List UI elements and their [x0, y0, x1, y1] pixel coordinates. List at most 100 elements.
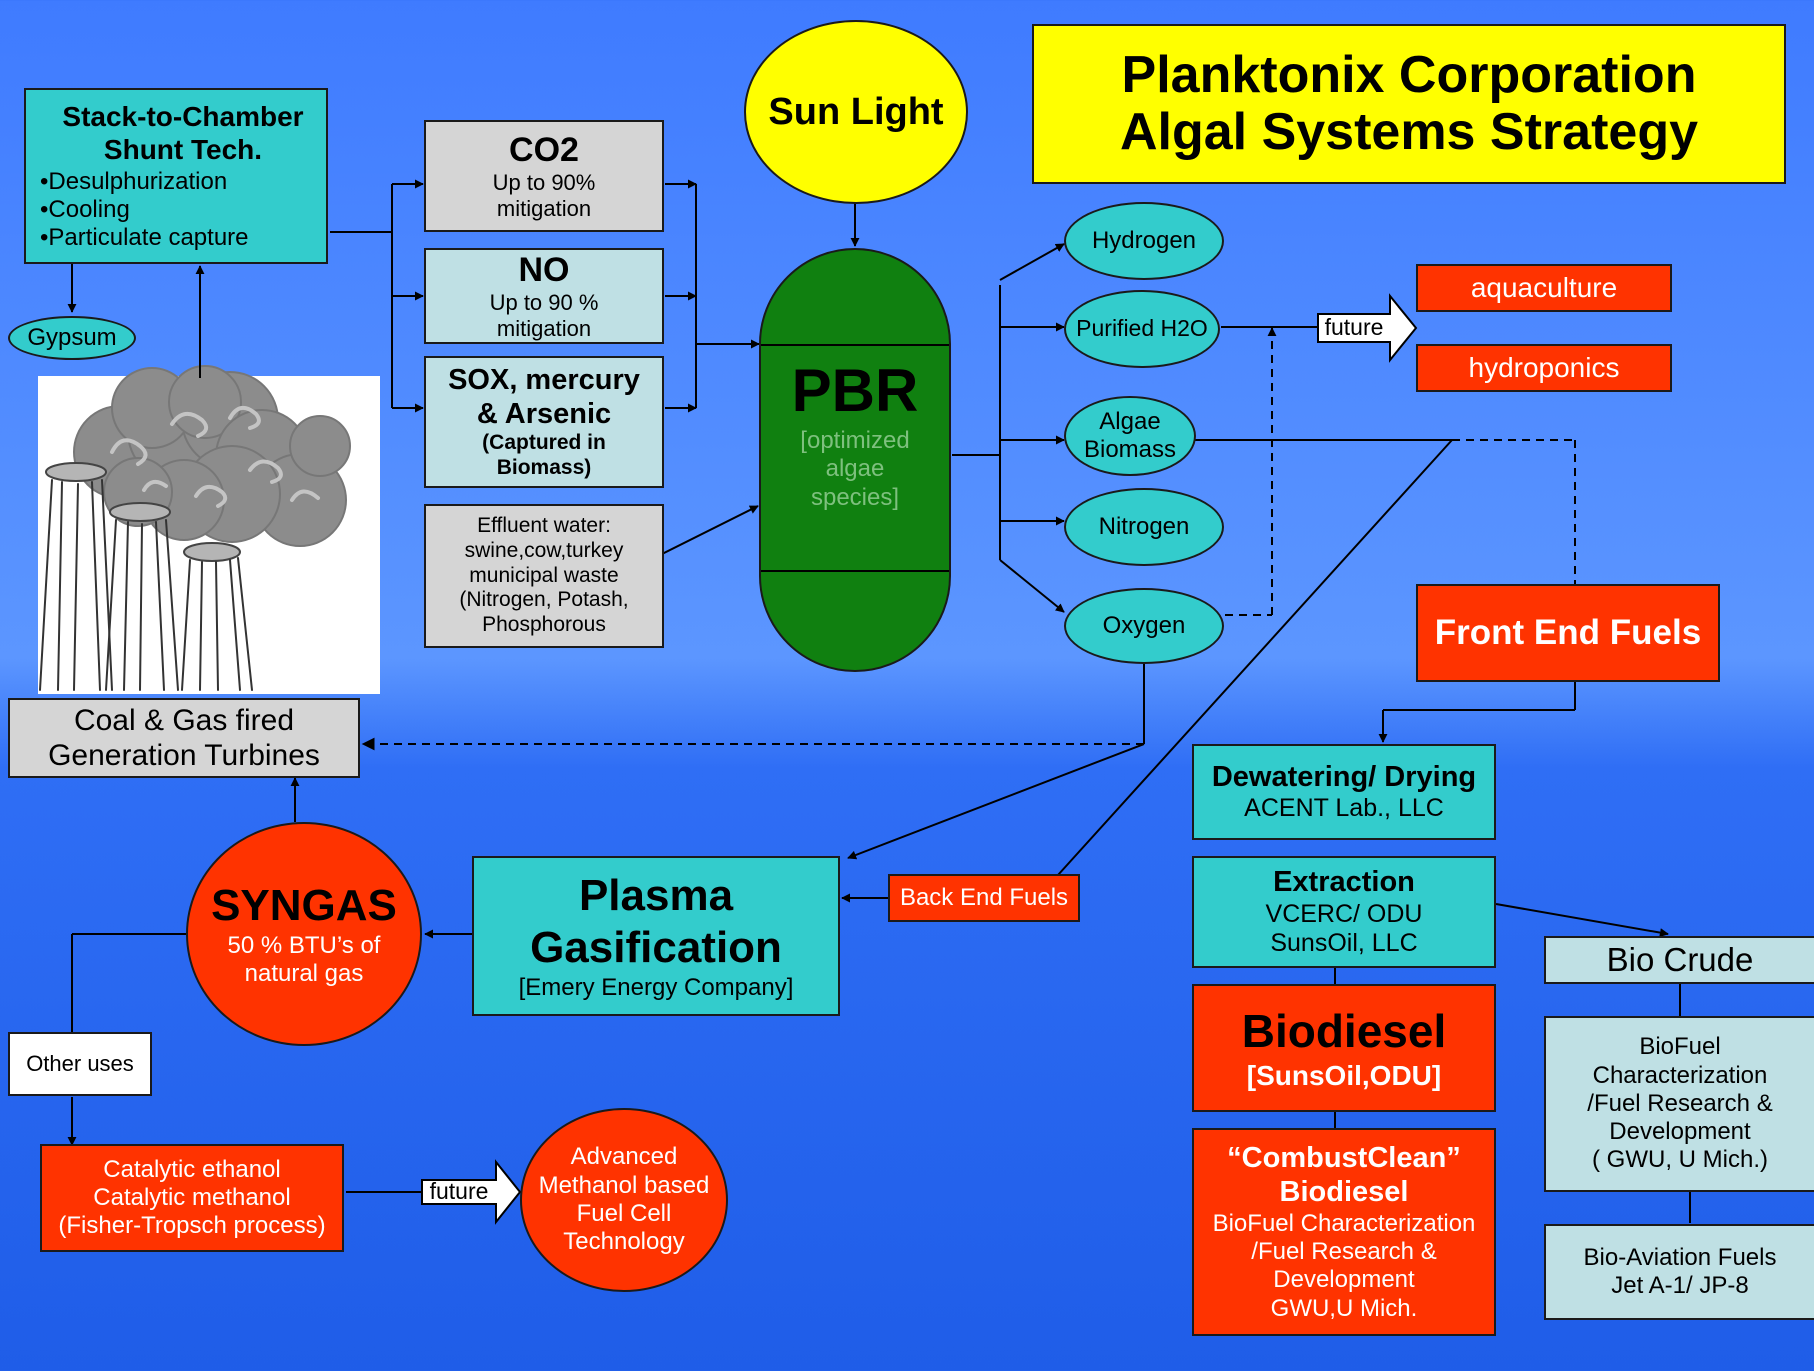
stack-title-1: Stack-to-Chamber	[62, 100, 304, 132]
combustclean-line: GWU,U Mich.	[1270, 1294, 1418, 1322]
sun-light: Sun Light	[744, 20, 968, 204]
bio-aviation-box: Bio-Aviation Fuels Jet A-1/ JP-8	[1544, 1224, 1814, 1320]
extraction-box: Extraction VCERC/ ODU SunsOil, LLC	[1192, 856, 1496, 968]
effluent-line: municipal waste	[469, 563, 619, 587]
biofuel-line: Characterization	[1592, 1061, 1768, 1089]
sox-box: SOX, mercury & Arsenic (Captured in Biom…	[424, 356, 664, 488]
nitrogen-node: Nitrogen	[1064, 488, 1224, 566]
syngas-line: natural gas	[244, 959, 364, 987]
biofuel-line: /Fuel Research &	[1587, 1089, 1773, 1117]
catalytic-line: Catalytic methanol	[93, 1183, 291, 1211]
algae-label: Algae	[1099, 407, 1161, 435]
bio-crude-box: Bio Crude	[1544, 936, 1814, 984]
dewatering-sub: ACENT Lab., LLC	[1244, 794, 1444, 823]
biofuel-line: BioFuel	[1639, 1033, 1721, 1061]
biofuel-line: Development	[1609, 1118, 1751, 1146]
effluent-box: Effluent water: swine,cow,turkey municip…	[424, 504, 664, 648]
title-box: Planktonix Corporation Algal Systems Str…	[1032, 24, 1786, 184]
effluent-line: swine,cow,turkey	[464, 538, 624, 562]
aviation-line: Jet A-1/ JP-8	[1611, 1272, 1749, 1299]
no-line: Up to 90 %	[489, 290, 599, 316]
front-end-fuels-box: Front End Fuels	[1416, 584, 1720, 682]
sox-note: (Captured in	[482, 431, 606, 455]
future-label-text: future	[1324, 314, 1384, 341]
pbr-line: algae	[825, 455, 885, 483]
title-line-2: Algal Systems Strategy	[1119, 103, 1699, 161]
stack-title-2: Shunt Tech.	[103, 133, 263, 165]
syngas-line: 50 % BTU’s of	[227, 931, 381, 959]
back-end-fuels-label: Back End Fuels	[899, 883, 1069, 911]
stack-to-chamber-box: Stack-to-Chamber Shunt Tech. •Desulphuri…	[24, 88, 328, 264]
hydroponics-box: hydroponics	[1416, 344, 1672, 392]
dewatering-title: Dewatering/ Drying	[1211, 761, 1477, 794]
biofuel-characterization-box: BioFuel Characterization /Fuel Research …	[1544, 1016, 1814, 1192]
effluent-line: Effluent water:	[477, 514, 611, 538]
future-label: future	[422, 1178, 496, 1205]
other-uses-label: Other uses	[26, 1051, 134, 1077]
biodiesel-sub: [SunsOil,ODU]	[1246, 1059, 1442, 1091]
gypsum-label: Gypsum	[27, 323, 117, 351]
syngas-title: SYNGAS	[211, 880, 397, 930]
dewatering-box: Dewatering/ Drying ACENT Lab., LLC	[1192, 744, 1496, 840]
plasma-title: Plasma	[578, 870, 734, 920]
catalytic-line: Catalytic ethanol	[103, 1155, 281, 1183]
aquaculture-box: aquaculture	[1416, 264, 1672, 312]
hydroponics-label: hydroponics	[1468, 352, 1620, 384]
future-label: future	[1318, 314, 1390, 342]
algae-biomass-node: Algae Biomass	[1064, 396, 1196, 476]
pbr-reactor: PBR [optimized algae species]	[759, 248, 951, 672]
sun-light-label: Sun Light	[768, 90, 944, 133]
co2-line: mitigation	[496, 196, 592, 222]
effluent-line: Phosphorous	[482, 613, 606, 637]
fuelcell-line: Advanced	[570, 1143, 678, 1171]
co2-line: Up to 90%	[492, 170, 596, 196]
co2-box: CO2 Up to 90% mitigation	[424, 120, 664, 232]
extraction-line: SunsOil, LLC	[1270, 929, 1418, 958]
combustclean-title: “CombustClean”	[1227, 1142, 1461, 1175]
syngas-node: SYNGAS 50 % BTU’s of natural gas	[186, 822, 422, 1046]
biodiesel-box: Biodiesel [SunsOil,ODU]	[1192, 984, 1496, 1112]
aquaculture-label: aquaculture	[1470, 272, 1618, 304]
oxygen-node: Oxygen	[1064, 588, 1224, 664]
purified-water-label: Purified H2O	[1076, 315, 1208, 342]
oxygen-label: Oxygen	[1102, 611, 1186, 639]
combustclean-box: “CombustClean” Biodiesel BioFuel Charact…	[1192, 1128, 1496, 1336]
smokestack-illustration	[38, 365, 380, 694]
turbines-line: Generation Turbines	[48, 739, 320, 772]
back-end-fuels-box: Back End Fuels	[888, 874, 1080, 922]
no-title: NO	[518, 251, 570, 289]
purified-water-node: Purified H2O	[1064, 290, 1220, 368]
future-label-text: future	[429, 1178, 489, 1205]
aviation-line: Bio-Aviation Fuels	[1583, 1243, 1777, 1271]
turbines-line: Coal & Gas fired	[73, 703, 295, 737]
pbr-title: PBR	[791, 357, 919, 425]
no-line: mitigation	[496, 316, 592, 342]
front-end-fuels-label: Front End Fuels	[1434, 613, 1702, 653]
other-uses-box: Other uses	[8, 1032, 152, 1096]
turbines-box: Coal & Gas fired Generation Turbines	[8, 698, 360, 778]
combustclean-line: Development	[1273, 1266, 1415, 1294]
fuelcell-line: Methanol based	[538, 1171, 710, 1199]
hydrogen-label: Hydrogen	[1091, 226, 1197, 254]
stack-item: •Cooling	[40, 195, 130, 223]
title-line-1: Planktonix Corporation	[1121, 45, 1697, 104]
stack-item: •Particulate capture	[40, 224, 249, 252]
catalytic-box: Catalytic ethanol Catalytic methanol (Fi…	[40, 1144, 344, 1252]
pbr-line: species]	[810, 483, 900, 511]
extraction-title: Extraction	[1273, 866, 1415, 899]
sox-title: SOX, mercury	[448, 364, 640, 397]
fuelcell-line: Technology	[563, 1228, 685, 1256]
hydrogen-node: Hydrogen	[1064, 202, 1224, 280]
combustclean-title: Biodiesel	[1279, 1176, 1409, 1209]
plasma-gasification-box: Plasma Gasification [Emery Energy Compan…	[472, 856, 840, 1016]
pbr-line: [optimized	[800, 426, 910, 454]
nitrogen-label: Nitrogen	[1098, 512, 1190, 540]
gypsum-node: Gypsum	[8, 316, 136, 360]
fuel-cell-node: Advanced Methanol based Fuel Cell Techno…	[520, 1108, 728, 1292]
extraction-line: VCERC/ ODU	[1265, 899, 1423, 928]
biodiesel-title: Biodiesel	[1241, 1005, 1447, 1058]
no-box: NO Up to 90 % mitigation	[424, 248, 664, 344]
fuelcell-line: Fuel Cell	[576, 1200, 672, 1227]
plasma-title: Gasification	[530, 922, 782, 972]
biomass-label: Biomass	[1083, 436, 1177, 463]
